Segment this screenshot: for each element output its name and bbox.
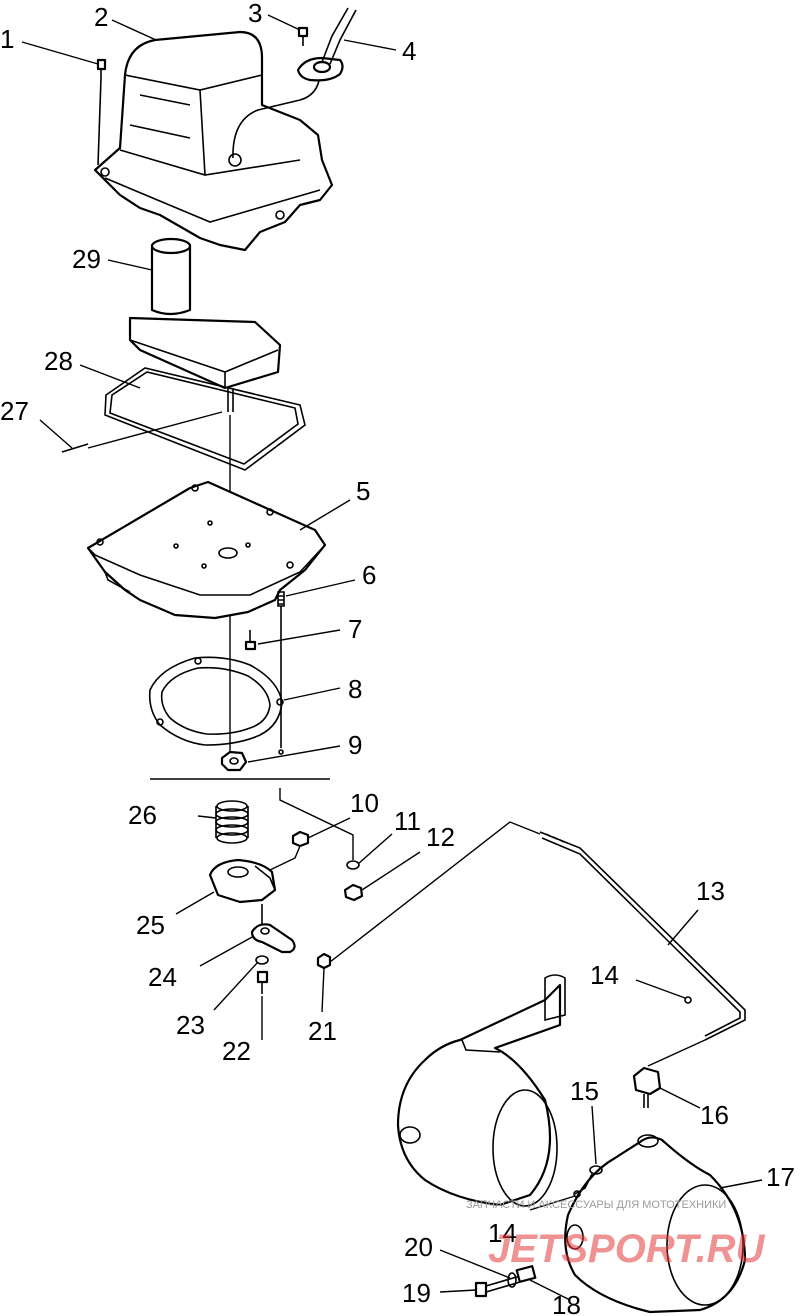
callout-13: 13 bbox=[696, 876, 725, 906]
callout-7: 7 bbox=[348, 614, 362, 644]
callout-21: 21 bbox=[308, 1016, 337, 1046]
part-24-lever bbox=[250, 923, 296, 954]
part-7-screw bbox=[244, 630, 257, 651]
callout-25: 25 bbox=[136, 910, 165, 940]
part-14-clip-upper bbox=[684, 996, 692, 1004]
part-23-washer bbox=[255, 955, 269, 965]
part-20-washer bbox=[507, 1272, 517, 1288]
part-22-screw bbox=[256, 970, 269, 994]
nozzle-left bbox=[396, 974, 566, 1207]
callout-19: 19 bbox=[402, 1278, 431, 1308]
part-27-pin bbox=[61, 443, 89, 453]
callout-15: 15 bbox=[570, 1076, 599, 1106]
part-1-screw bbox=[96, 58, 107, 166]
part-6-stud bbox=[277, 591, 285, 607]
wire-harness bbox=[232, 74, 321, 159]
part-26-spring bbox=[215, 800, 249, 844]
leader-lines bbox=[21, 14, 763, 1301]
part-17-nozzle-right bbox=[564, 1134, 747, 1314]
part-18-bushing bbox=[515, 1265, 537, 1283]
callout-20: 20 bbox=[404, 1232, 433, 1262]
part-16-fitting bbox=[632, 1039, 706, 1108]
callout-17: 17 bbox=[766, 1162, 795, 1192]
callout-1: 1 bbox=[0, 24, 14, 54]
part-11-washer bbox=[346, 860, 360, 870]
callout-22: 22 bbox=[222, 1036, 251, 1066]
part-9-nut bbox=[220, 750, 248, 772]
part-8-gasket bbox=[148, 656, 284, 746]
part-19-bolt bbox=[474, 1275, 521, 1298]
watermark-logo: JETSPORT.RU bbox=[488, 1227, 765, 1271]
callout-14-upper: 14 bbox=[590, 960, 619, 990]
callout-3: 3 bbox=[248, 0, 262, 28]
callout-18: 18 bbox=[552, 1290, 581, 1316]
part-29-actuator bbox=[128, 237, 282, 412]
callout-8: 8 bbox=[348, 674, 362, 704]
callout-29: 29 bbox=[72, 244, 101, 274]
callout-24: 24 bbox=[148, 962, 177, 992]
callout-26: 26 bbox=[128, 800, 157, 830]
callout-28: 28 bbox=[44, 346, 73, 376]
callout-4: 4 bbox=[402, 36, 416, 66]
part-25-cam bbox=[208, 858, 277, 904]
watermark: ЗАПЧАСТИ И АКСЕССУАРЫ ДЛЯ МОТОТЕХНИКИ JE… bbox=[466, 1199, 765, 1271]
callout-10: 10 bbox=[350, 788, 379, 818]
part-12-nut bbox=[343, 883, 364, 902]
part-13-cable bbox=[539, 831, 746, 1041]
part-10-nut bbox=[269, 830, 310, 871]
part-4-grommet bbox=[296, 7, 357, 82]
callout-27: 27 bbox=[0, 396, 29, 426]
stud-path bbox=[279, 788, 354, 860]
callout-14-lower: 14 bbox=[488, 1218, 517, 1248]
callout-11: 11 bbox=[394, 806, 421, 836]
part-2-cover bbox=[93, 30, 334, 252]
part-28-gasket bbox=[104, 367, 306, 471]
callout-5: 5 bbox=[356, 476, 370, 506]
callout-9: 9 bbox=[348, 730, 362, 760]
part-21-nut bbox=[316, 952, 332, 970]
part-3-screw bbox=[297, 26, 309, 46]
callout-2: 2 bbox=[94, 2, 108, 32]
callout-23: 23 bbox=[176, 1010, 205, 1040]
part-5-base-plate bbox=[86, 480, 327, 620]
cable-route bbox=[329, 821, 541, 963]
callout-12: 12 bbox=[426, 822, 455, 852]
watermark-caption: ЗАПЧАСТИ И АКСЕССУАРЫ ДЛЯ МОТОТЕХНИКИ bbox=[466, 1199, 726, 1211]
callout-6: 6 bbox=[362, 560, 376, 590]
part-14-clip-lower bbox=[573, 1190, 581, 1198]
callout-16: 16 bbox=[700, 1100, 729, 1130]
